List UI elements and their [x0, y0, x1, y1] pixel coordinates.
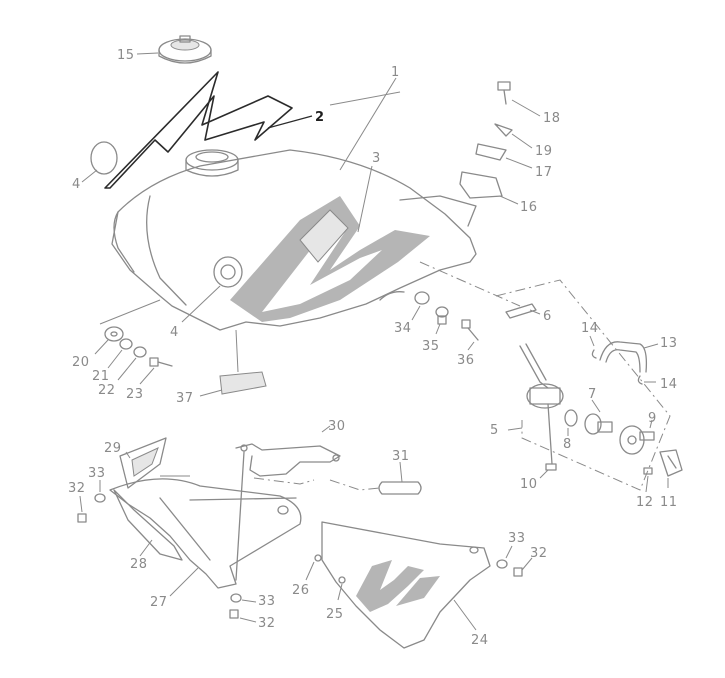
callout-24: 24 — [471, 633, 489, 648]
callout-37: 37 — [176, 391, 194, 406]
screw-10-part — [545, 463, 557, 471]
callout-18: 18 — [543, 111, 561, 126]
emblem-28-part — [113, 489, 183, 561]
callout-35: 35 — [422, 339, 440, 354]
callout-3: 3 — [372, 151, 381, 166]
damper-20-part — [104, 326, 124, 342]
grommet-34-part — [414, 291, 430, 305]
callout-7: 7 — [588, 387, 597, 402]
callout-29: 29 — [104, 441, 122, 456]
bolt-36-part — [461, 319, 479, 341]
damper-17-part — [475, 143, 507, 161]
plate-9-part — [619, 425, 655, 455]
callout-20: 20 — [72, 355, 90, 370]
clip-14-lower-part — [637, 375, 643, 385]
callout-33-left: 33 — [88, 466, 106, 481]
screw-32-right-part — [513, 567, 523, 577]
side-cover-24-part — [321, 521, 491, 649]
callout-8: 8 — [563, 437, 572, 452]
washer-22-part — [133, 346, 147, 358]
callout-32-right: 32 — [530, 546, 548, 561]
tank-stripe-decal-part — [104, 71, 293, 189]
screw-32-left-part — [77, 513, 87, 523]
callout-36: 36 — [457, 353, 475, 368]
callout-9: 9 — [648, 411, 657, 426]
hose-31-part — [378, 481, 422, 495]
fuel-cap-part — [158, 35, 212, 64]
screw-12-part — [643, 467, 653, 475]
collar-33-bottom-part — [230, 593, 242, 603]
collar-35-part — [435, 306, 449, 325]
callout-11: 11 — [660, 495, 678, 510]
side-cover-27-part — [109, 478, 302, 589]
callout-14-lower: 14 — [660, 377, 678, 392]
cover-29-part — [119, 437, 167, 489]
callout-25: 25 — [326, 607, 344, 622]
fuel-cock-part — [519, 343, 564, 465]
callout-30: 30 — [328, 419, 346, 434]
callout-15: 15 — [117, 48, 135, 63]
callout-5: 5 — [490, 423, 499, 438]
bolt-23-part — [149, 357, 173, 367]
callout-28: 28 — [130, 557, 148, 572]
screw-32-bottom-part — [229, 609, 239, 619]
callout-32-left: 32 — [68, 481, 86, 496]
o-ring-8-part — [564, 409, 578, 427]
callout-22: 22 — [98, 383, 116, 398]
callout-10: 10 — [520, 477, 538, 492]
callout-1: 1 — [391, 65, 400, 80]
collar-21-part — [119, 338, 133, 350]
callout-31: 31 — [392, 449, 410, 464]
callout-6: 6 — [543, 309, 552, 324]
collar-33-left-part — [94, 493, 106, 503]
lever-7-part — [584, 413, 613, 435]
damper-37-part — [219, 371, 267, 395]
washer-19-part — [494, 123, 513, 137]
callout-21: 21 — [92, 369, 110, 384]
callout-4-upper: 4 — [72, 177, 81, 192]
callout-23: 23 — [126, 387, 144, 402]
callout-13: 13 — [660, 336, 678, 351]
grommet-26-part — [314, 554, 322, 562]
callout-32-bottom: 32 — [258, 616, 276, 631]
cover-16-part — [459, 171, 503, 199]
bracket-30-part — [235, 443, 341, 581]
fuel-tank-part — [111, 149, 477, 331]
callout-26: 26 — [292, 583, 310, 598]
emblem-25-part — [338, 576, 346, 584]
clip-14-upper-part — [591, 349, 597, 359]
callout-12: 12 — [636, 495, 654, 510]
callout-2: 2 — [315, 110, 324, 125]
collar-33-right-part — [496, 559, 508, 569]
fuel-hose-13-part — [599, 341, 648, 373]
callout-16: 16 — [520, 200, 538, 215]
callout-17: 17 — [535, 165, 553, 180]
callout-4-lower: 4 — [170, 325, 179, 340]
fuel-cock-group-outline — [495, 279, 671, 491]
emblem-part — [90, 141, 118, 175]
bolt-18-part — [497, 81, 511, 105]
callout-33-right: 33 — [508, 531, 526, 546]
knob-11-part — [659, 449, 683, 477]
gasket-6-part — [505, 303, 537, 319]
callout-27: 27 — [150, 595, 168, 610]
callout-19: 19 — [535, 144, 553, 159]
callout-14-upper: 14 — [581, 321, 599, 336]
callout-33-bottom: 33 — [258, 594, 276, 609]
callout-34: 34 — [394, 321, 412, 336]
